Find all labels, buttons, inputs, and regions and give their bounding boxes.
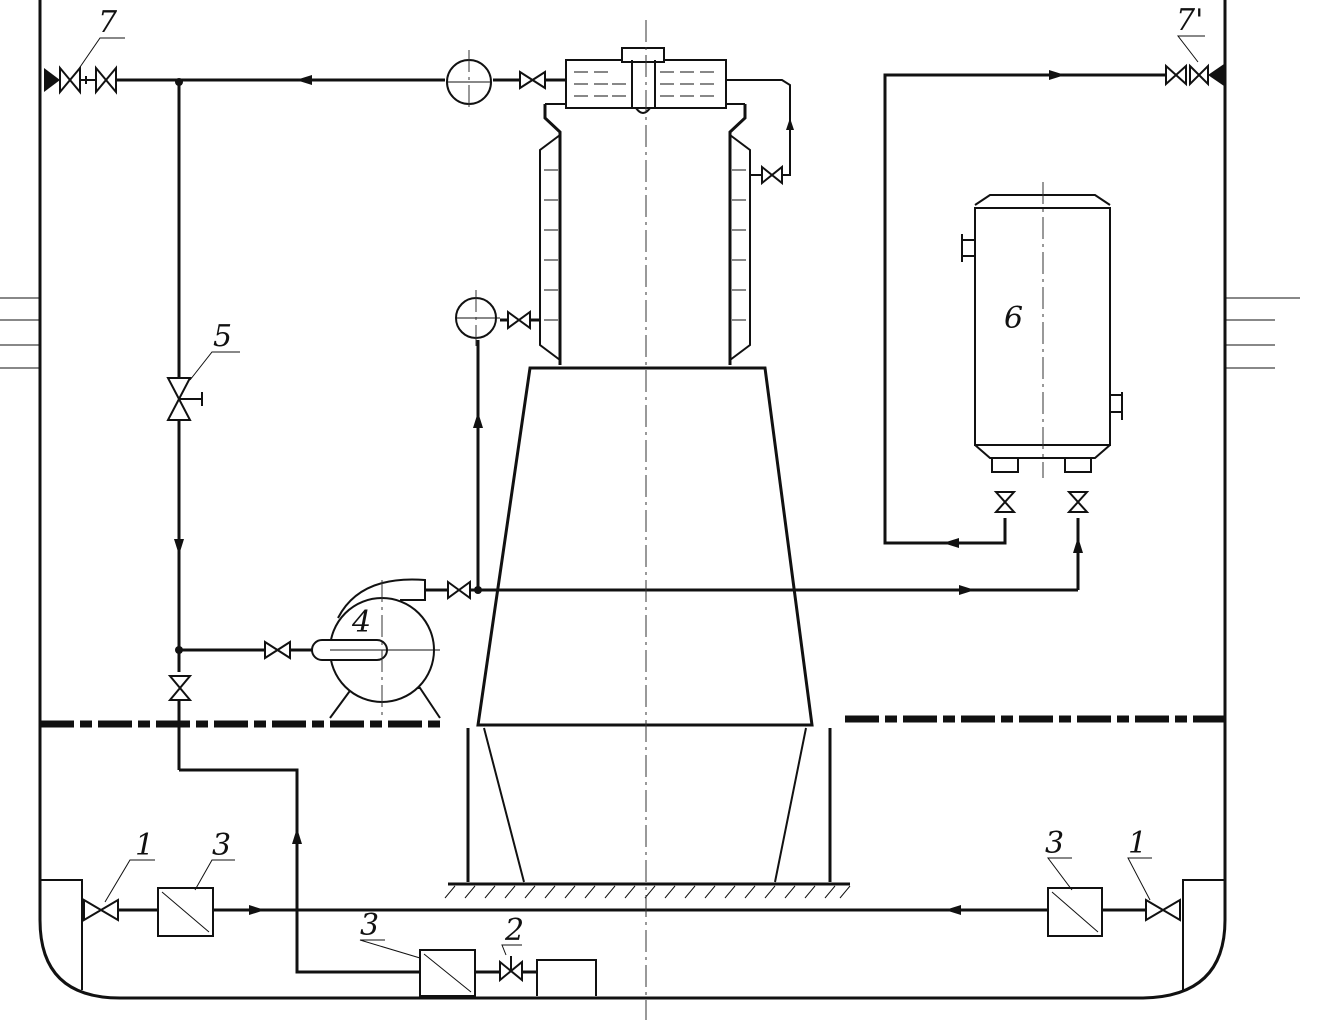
arrow-discharge-right: [959, 585, 975, 595]
label-valve-bottom: 2: [504, 913, 524, 948]
valve-overboard-right: [1165, 63, 1224, 87]
label-pump: 4: [351, 605, 371, 640]
water-cooler: [961, 194, 1123, 473]
water-jacket-left: [539, 134, 561, 361]
label-valve-bypass: 5: [213, 319, 232, 354]
sea-chest-bottom: [536, 959, 597, 996]
arrow-top-left: [296, 75, 312, 85]
filter-right: [1047, 887, 1103, 937]
valve-sea-left: [83, 898, 119, 922]
filter-bottom: [419, 949, 476, 997]
valve-bypass: [166, 377, 203, 421]
arrow-cooler-in-up: [1073, 537, 1083, 553]
circulating-pump: [311, 578, 441, 719]
arrow-suction-up: [292, 828, 302, 844]
arrow-sea-left: [249, 905, 265, 915]
arrow-return-up: [786, 118, 794, 130]
ship-hull: [0, 0, 1300, 1000]
waterline-marks-right: [1225, 297, 1300, 369]
engine-room-deck: [40, 715, 1225, 728]
label-filter-left: 3: [212, 828, 231, 863]
label-valve-sea-left: 1: [135, 828, 154, 863]
pressure-gauge-jacket: [455, 297, 500, 339]
water-jacket-right: [729, 134, 751, 361]
label-cooler: 6: [1004, 301, 1023, 336]
foundation-hatch: [444, 885, 851, 899]
arrow-jacket-up: [473, 412, 483, 428]
piping: [116, 73, 1166, 974]
valve-cooler-outlet: [993, 491, 1017, 513]
waterline-marks-left: [0, 297, 40, 369]
valve-pump-suction: [264, 640, 291, 660]
label-overboard-left: 7: [98, 5, 118, 40]
label-valve-sea-right: 1: [1128, 826, 1147, 861]
leader-lines: [77, 35, 1205, 959]
label-filter-bottom: 3: [360, 908, 379, 943]
valve-jacket-inlet: [507, 310, 531, 330]
arrow-sea-right: [945, 905, 961, 915]
arrow-bypass-down: [174, 539, 184, 555]
main-engine: [444, 103, 851, 899]
valve-pump-discharge: [447, 580, 471, 600]
valve-jacket-outlet: [761, 164, 783, 186]
label-filter-right: 3: [1045, 826, 1064, 861]
valve-sea-right: [1145, 898, 1181, 922]
valve-cooler-inlet: [1066, 491, 1090, 513]
filter-left: [157, 887, 214, 937]
valve-overboard-left: [44, 65, 117, 95]
label-overboard-right: 7': [1176, 3, 1203, 38]
flow-arrows: [174, 70, 1083, 915]
valve-tank-supply: [519, 70, 546, 90]
arrow-cooler-out-left: [943, 538, 959, 548]
arrow-overboard-right: [1049, 70, 1065, 80]
valve-sea-line: [167, 675, 193, 701]
valve-bottom: [499, 956, 523, 983]
center-lines: [381, 20, 1044, 1020]
